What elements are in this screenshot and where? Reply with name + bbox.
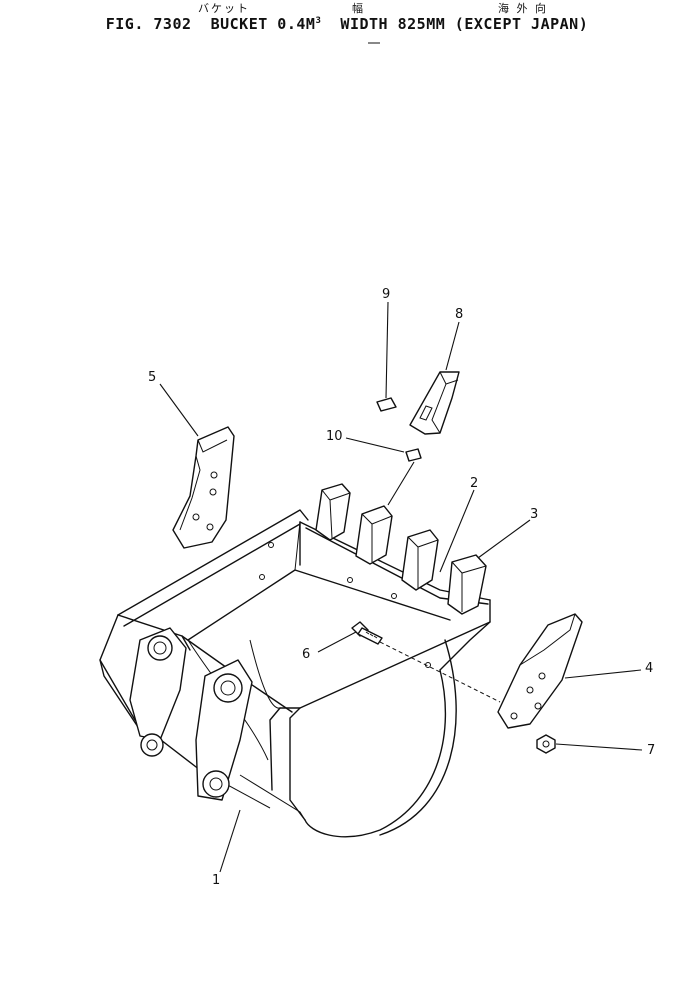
figure-rest: WIDTH 825MM (EXCEPT JAPAN) (340, 15, 589, 33)
bolt (351, 621, 383, 645)
figure-cube: 3 (315, 16, 322, 26)
figure-title: FIG. 7302 BUCKET 0.4M3 WIDTH 825MM (EXCE… (0, 15, 694, 33)
kana-width-label: 幅 (352, 2, 365, 15)
kana-bucket-label: バケット (198, 2, 250, 15)
callout-10: 10 (326, 429, 343, 444)
figure-number: FIG. 7302 (105, 15, 192, 33)
callout-6: 6 (302, 647, 311, 662)
callout-4: 4 (645, 661, 654, 676)
side-cutter-right (497, 613, 583, 729)
side-cutter-left (172, 426, 235, 549)
figure-bucket: BUCKET 0.4M (210, 15, 316, 33)
callout-2: 2 (470, 476, 479, 491)
bucket-body (99, 509, 491, 838)
tooth-adapters (315, 483, 487, 615)
callout-5: 5 (148, 370, 157, 385)
replacement-tooth (409, 371, 460, 435)
tooth-lock (405, 448, 422, 462)
callout-1: 1 (212, 873, 221, 888)
leader-lines (159, 301, 643, 873)
callout-8: 8 (455, 307, 464, 322)
nut (536, 734, 556, 754)
callout-7: 7 (647, 743, 656, 758)
mounting-brackets (129, 627, 253, 801)
kana-overseas-label: 海 外 向 (498, 2, 548, 15)
callout-9: 9 (382, 287, 391, 302)
tooth-pin (376, 397, 397, 412)
callout-3: 3 (530, 507, 539, 522)
